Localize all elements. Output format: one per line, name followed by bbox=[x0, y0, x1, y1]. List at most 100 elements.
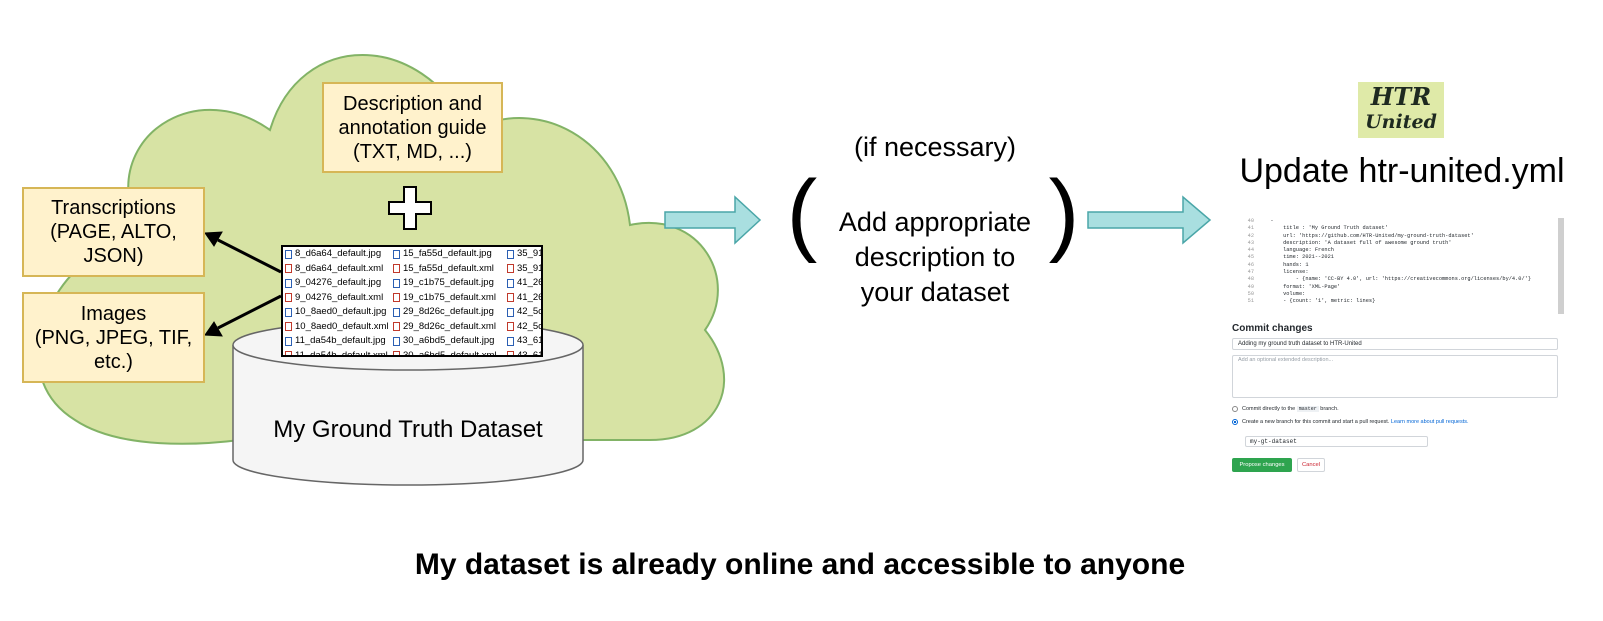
file-item[interactable]: 15_fa55d_default.xml bbox=[393, 262, 497, 277]
file-name: 9_04276_default.xml bbox=[295, 291, 384, 303]
step2-description: Add appropriate description to your data… bbox=[838, 207, 1032, 307]
line-number: 46 bbox=[1247, 261, 1254, 268]
file-item[interactable]: 11_da54b_default.jpg bbox=[285, 334, 389, 349]
file-name: 9_04276_default.jpg bbox=[295, 277, 382, 288]
file-item[interactable]: 30_a6bd5_default.jpg bbox=[393, 334, 497, 349]
code-line: 49 format: 'XML-Page' bbox=[1232, 284, 1558, 291]
learn-more-link[interactable]: Learn more about pull requests. bbox=[1390, 419, 1469, 425]
arrows-to-boxes bbox=[204, 231, 282, 337]
file-name: 11_da54b_default.xml bbox=[295, 349, 388, 357]
file-item[interactable]: 8_d6a64_default.jpg bbox=[285, 247, 389, 262]
image-file-icon bbox=[507, 307, 514, 317]
code-text: format: 'XML-Page' bbox=[1264, 283, 1341, 290]
radio-off-icon[interactable] bbox=[1232, 405, 1238, 412]
line-number: 42 bbox=[1247, 232, 1254, 239]
file-item[interactable]: 29_8d26c_default.xml bbox=[393, 320, 497, 335]
close-paren: ) bbox=[1048, 162, 1080, 264]
xml-file-icon bbox=[393, 322, 400, 332]
file-item[interactable]: 19_c1b75_default.xml bbox=[393, 291, 497, 306]
xml-file-icon bbox=[507, 293, 514, 303]
file-item[interactable]: 42_5c bbox=[507, 320, 543, 335]
file-name: 8_d6a64_default.jpg bbox=[295, 248, 382, 259]
code-line: 42 url: 'https://github.com/HTR-United/m… bbox=[1232, 233, 1558, 240]
image-file-icon bbox=[393, 249, 400, 259]
file-name: 29_8d26c_default.jpg bbox=[403, 306, 494, 317]
line-number: 47 bbox=[1247, 269, 1254, 276]
file-item[interactable]: 9_04276_default.xml bbox=[285, 291, 389, 306]
file-name: 43_61 bbox=[517, 335, 543, 346]
xml-file-icon bbox=[285, 293, 292, 303]
code-text: - {count: '1', metric: lines} bbox=[1264, 298, 1376, 305]
file-item[interactable]: 10_8aed0_default.jpg bbox=[285, 305, 389, 320]
file-item[interactable]: 10_8aed0_default.xml bbox=[285, 320, 389, 335]
image-file-icon bbox=[507, 336, 514, 346]
file-item[interactable]: 30_a6bd5_default.xml bbox=[393, 349, 497, 355]
file-name: 42_5c bbox=[517, 320, 543, 332]
file-name: 19_c1b75_default.xml bbox=[403, 291, 496, 303]
file-name: 30_a6bd5_default.jpg bbox=[403, 335, 495, 346]
code-text: - bbox=[1264, 218, 1274, 224]
footer-statement: My dataset is already online and accessi… bbox=[414, 548, 1186, 581]
transcriptions-box: Transcriptions (PAGE, ALTO, JSON) bbox=[22, 187, 205, 277]
file-item[interactable]: 35_91 bbox=[507, 247, 541, 262]
cancel-button[interactable]: Cancel bbox=[1297, 458, 1325, 472]
propose-changes-button[interactable]: Propose changes bbox=[1232, 458, 1292, 472]
code-line: 46 hands: 1 bbox=[1232, 262, 1558, 269]
code-line: 50 volume: bbox=[1232, 291, 1558, 298]
file-item[interactable]: 43_61 bbox=[507, 349, 541, 355]
radio-new-branch[interactable]: Create a new branch for this commit and … bbox=[1232, 418, 1469, 426]
xml-file-icon bbox=[507, 322, 514, 332]
image-file-icon bbox=[393, 278, 400, 288]
file-item[interactable]: 43_61 bbox=[507, 334, 543, 349]
radio-on-icon[interactable] bbox=[1232, 418, 1238, 425]
code-line: 41 title : 'My Ground Truth dataset' bbox=[1232, 225, 1558, 232]
file-name: 10_8aed0_default.xml bbox=[295, 320, 389, 332]
xml-file-icon bbox=[507, 264, 514, 274]
code-text: description: 'A dataset full of awesome … bbox=[1264, 239, 1452, 246]
xml-file-icon bbox=[285, 322, 292, 332]
xml-file-icon bbox=[393, 293, 400, 303]
file-name: 42_5c bbox=[517, 306, 543, 317]
file-name: 10_8aed0_default.jpg bbox=[295, 306, 387, 317]
file-item[interactable]: 15_fa55d_default.jpg bbox=[393, 247, 497, 262]
line-number: 44 bbox=[1247, 247, 1254, 254]
branch-name-input[interactable]: my-gt-dataset bbox=[1245, 436, 1428, 447]
file-name: 15_fa55d_default.jpg bbox=[403, 248, 492, 259]
branch-tag: master bbox=[1296, 406, 1319, 412]
commit-message-input[interactable]: Adding my ground truth dataset to HTR-Un… bbox=[1232, 338, 1558, 350]
line-number: 48 bbox=[1247, 276, 1254, 283]
extended-description-textarea[interactable]: Add an optional extended description... bbox=[1232, 355, 1558, 398]
file-item[interactable]: 42_5c bbox=[507, 305, 543, 320]
code-line: 51 - {count: '1', metric: lines} bbox=[1232, 298, 1558, 305]
xml-file-icon bbox=[285, 351, 292, 355]
code-text: url: 'https://github.com/HTR-United/my-g… bbox=[1264, 232, 1474, 239]
image-file-icon bbox=[285, 336, 292, 346]
radio2-text: Create a new branch for this commit and … bbox=[1242, 419, 1390, 425]
file-item[interactable]: 29_8d26c_default.jpg bbox=[393, 305, 497, 320]
code-text: - {name: 'CC-BY 4.0', url: 'https://crea… bbox=[1264, 276, 1532, 283]
code-line: 40 - bbox=[1232, 218, 1558, 225]
file-item[interactable]: 11_da54b_default.xml bbox=[285, 349, 389, 357]
file-name: 35_91 bbox=[517, 262, 543, 274]
file-item[interactable]: 41_26 bbox=[507, 276, 541, 291]
github-commit-panel: 40 -41 title : 'My Ground Truth dataset'… bbox=[1232, 218, 1564, 478]
file-item[interactable]: 8_d6a64_default.xml bbox=[285, 262, 389, 277]
radio1-prefix: Commit directly to the bbox=[1242, 406, 1296, 412]
file-item[interactable]: 19_c1b75_default.jpg bbox=[393, 276, 497, 291]
radio-commit-directly[interactable]: Commit directly to the master branch. bbox=[1232, 405, 1339, 413]
line-number: 51 bbox=[1247, 298, 1254, 305]
yaml-code-view: 40 -41 title : 'My Ground Truth dataset'… bbox=[1232, 218, 1564, 314]
file-item[interactable]: 35_91 bbox=[507, 262, 543, 277]
code-line: 44 language: French bbox=[1232, 247, 1558, 254]
line-number: 50 bbox=[1247, 290, 1254, 297]
code-line: 48 - {name: 'CC-BY 4.0', url: 'https://c… bbox=[1232, 276, 1558, 283]
line-number: 43 bbox=[1247, 239, 1254, 246]
open-paren: ( bbox=[786, 162, 818, 264]
file-item[interactable]: 9_04276_default.jpg bbox=[285, 276, 389, 291]
block-arrow-1 bbox=[664, 195, 762, 245]
xml-file-icon bbox=[393, 264, 400, 274]
file-item[interactable]: 41_26 bbox=[507, 291, 541, 306]
line-number: 41 bbox=[1247, 225, 1254, 232]
